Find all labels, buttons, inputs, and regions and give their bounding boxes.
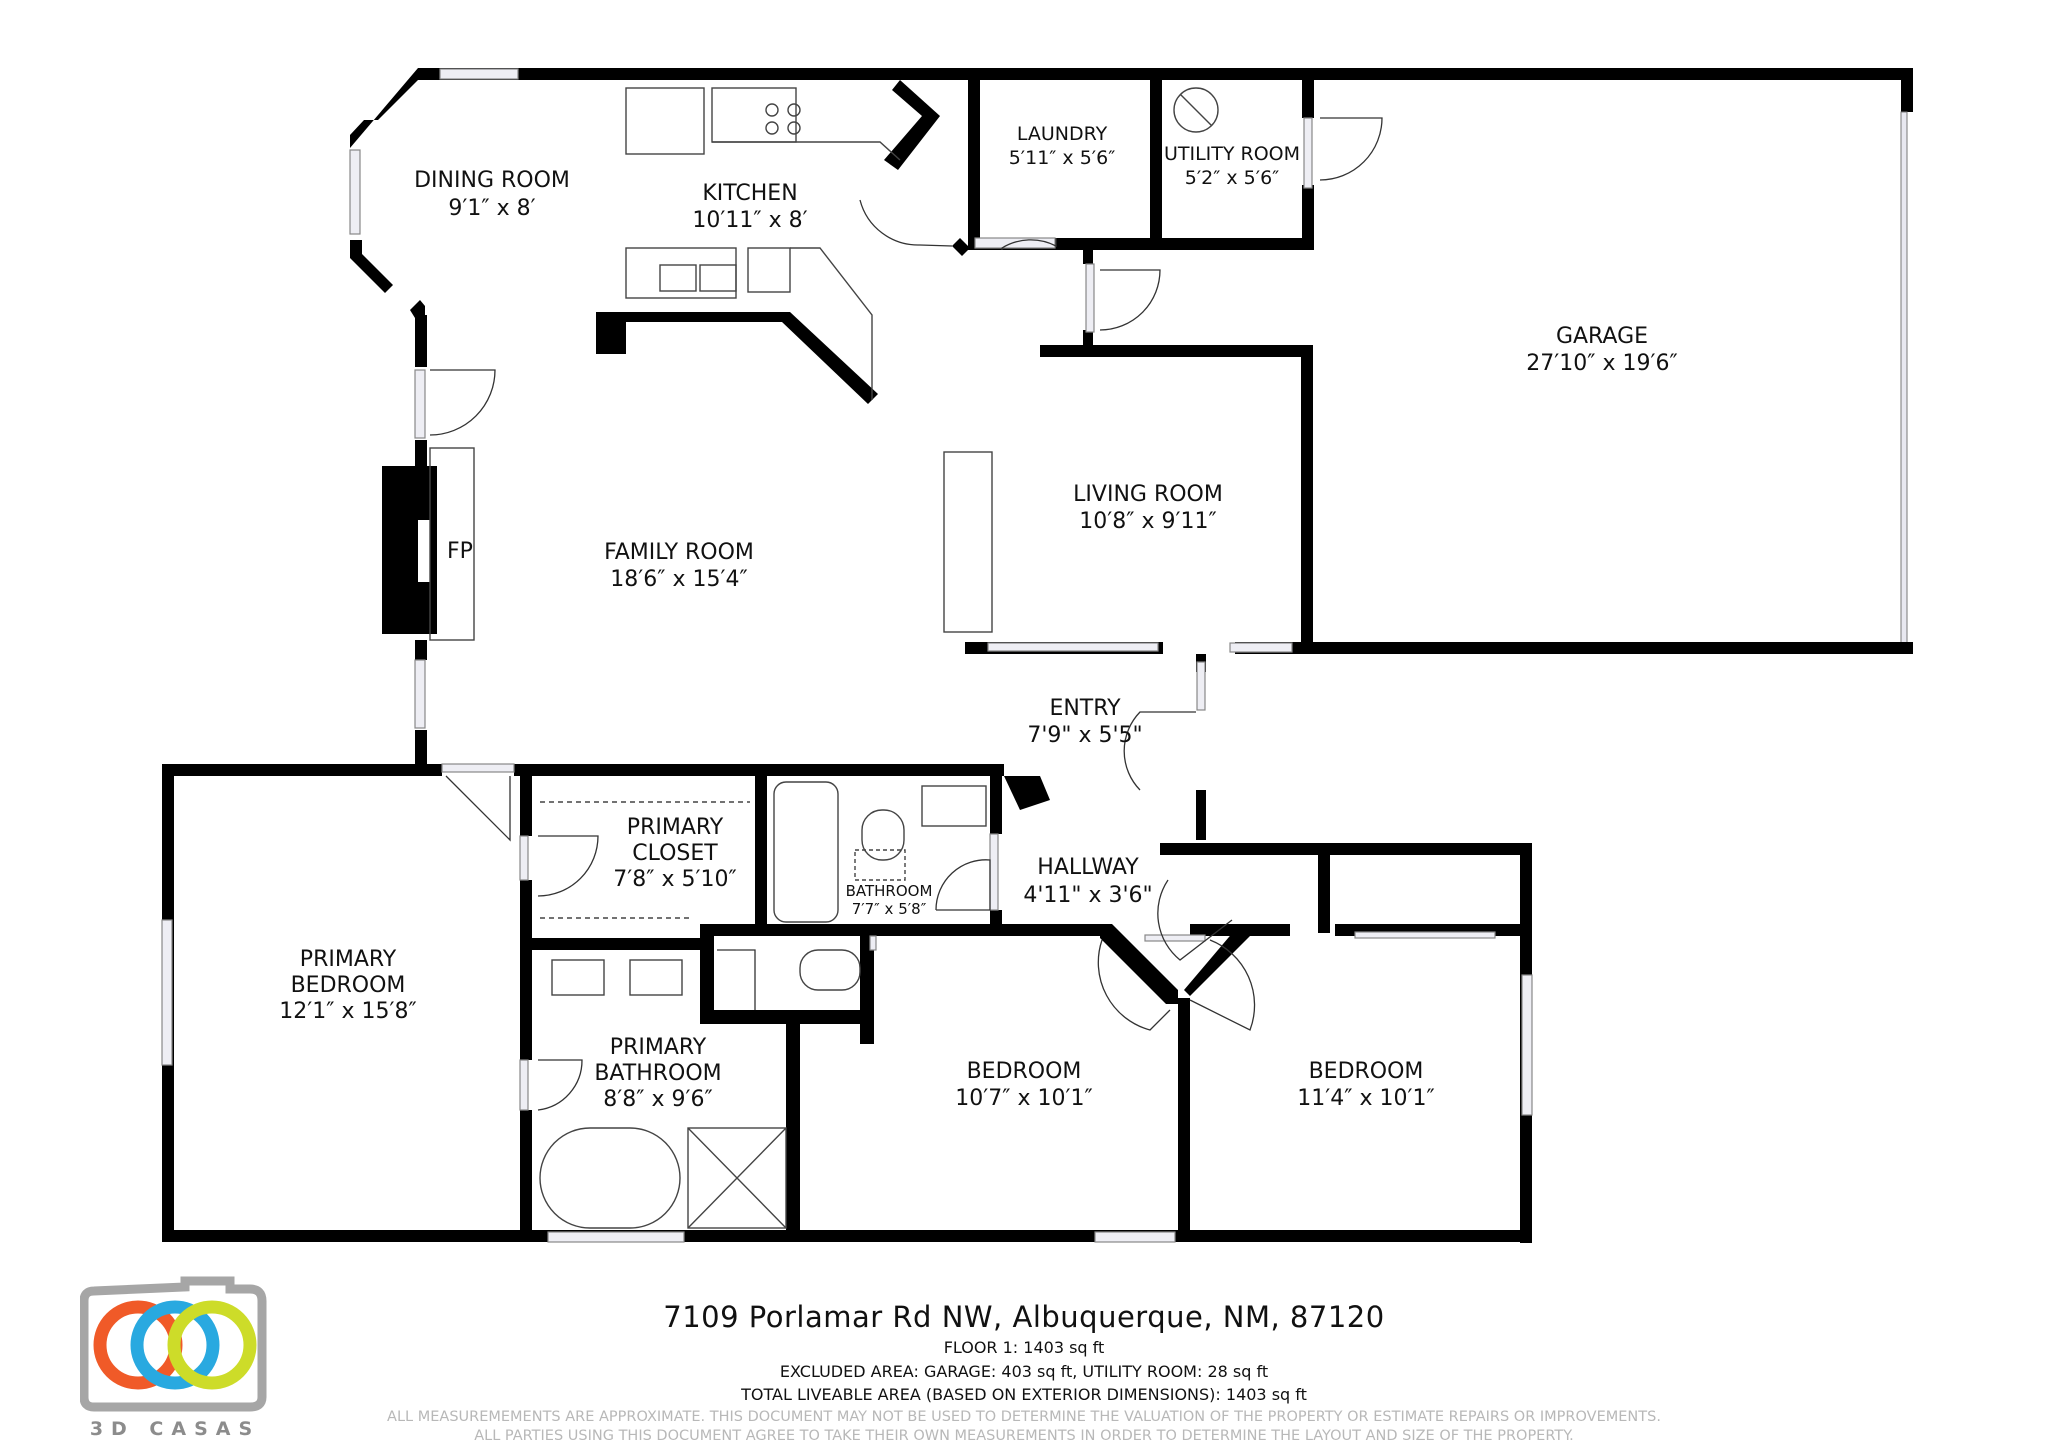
camera-frame-icon — [80, 1276, 267, 1412]
room-name-garage: GARAGE — [1556, 324, 1648, 349]
windows — [161, 68, 1533, 1243]
floor-area: FLOOR 1: 1403 sq ft — [943, 1338, 1105, 1357]
room-dims-bathroom: 7′7″ x 5′8″ — [852, 900, 927, 918]
fixtures — [429, 87, 1219, 1229]
disclaimer-line-1: ALL MEASUREMEMENTS ARE APPROXIMATE. THIS… — [387, 1409, 1661, 1425]
room-name-bathroom: BATHROOM — [846, 882, 933, 900]
blue-ring-icon — [130, 1300, 220, 1390]
room-name-primary-bath-1: PRIMARY — [610, 1035, 707, 1060]
room-dims-laundry: 5′11″ x 5′6″ — [1009, 147, 1116, 169]
room-name-primary-bath-2: BATHROOM — [594, 1061, 721, 1086]
room-name-closet-2: CLOSET — [632, 841, 718, 866]
3d-casas-logo — [80, 1276, 267, 1412]
logo-text: 3D CASAS — [89, 1418, 261, 1440]
disclaimer-line-2: ALL PARTIES USING THIS DOCUMENT AGREE TO… — [474, 1428, 1574, 1444]
room-dims-closet: 7′8″ x 5′10″ — [613, 867, 736, 892]
room-name-primary-bedroom-2: BEDROOM — [291, 973, 406, 998]
room-name-dining: DINING ROOM — [414, 168, 570, 193]
room-name-closet-1: PRIMARY — [627, 815, 724, 840]
property-address: 7109 Porlamar Rd NW, Albuquerque, NM, 87… — [663, 1300, 1385, 1334]
room-labels: DINING ROOM 9′1″ x 8′ KITCHEN 10′11″ x 8… — [279, 123, 1677, 1112]
room-name-hallway: HALLWAY — [1037, 855, 1139, 880]
room-dims-family: 18′6″ x 15′4″ — [610, 567, 747, 592]
walls — [162, 68, 1913, 1243]
room-name-kitchen: KITCHEN — [702, 181, 797, 206]
room-name-laundry: LAUNDRY — [1017, 123, 1108, 145]
room-name-bedroom-2: BEDROOM — [967, 1059, 1082, 1084]
green-ring-icon — [167, 1300, 257, 1390]
floor-plan: DINING ROOM 9′1″ x 8′ KITCHEN 10′11″ x 8… — [161, 68, 1913, 1243]
room-name-entry: ENTRY — [1049, 696, 1121, 721]
room-dims-garage: 27′10″ x 19′6″ — [1526, 351, 1677, 376]
room-name-primary-bedroom-1: PRIMARY — [300, 947, 397, 972]
room-name-living: LIVING ROOM — [1073, 482, 1223, 507]
room-dims-primary-bedroom: 12′1″ x 15′8″ — [279, 999, 416, 1024]
room-dims-bedroom-2: 10′7″ x 10′1″ — [955, 1086, 1092, 1111]
room-dims-primary-bath: 8′8″ x 9′6″ — [603, 1087, 712, 1112]
room-dims-hallway: 4'11" x 3'6" — [1023, 883, 1152, 908]
doors — [429, 117, 1383, 1111]
room-dims-utility: 5′2″ x 5′6″ — [1185, 167, 1280, 189]
room-dims-entry: 7'9" x 5'5" — [1027, 723, 1142, 748]
room-name-family: FAMILY ROOM — [604, 540, 754, 565]
room-dims-dining: 9′1″ x 8′ — [448, 196, 535, 221]
room-name-bedroom-3: BEDROOM — [1309, 1059, 1424, 1084]
room-dims-kitchen: 10′11″ x 8′ — [692, 208, 807, 233]
fireplace-label: FP — [447, 539, 473, 564]
room-name-utility: UTILITY ROOM — [1164, 143, 1300, 165]
room-dims-living: 10′8″ x 9′11″ — [1079, 509, 1216, 534]
excluded-area: EXCLUDED AREA: GARAGE: 403 sq ft, UTILIT… — [779, 1362, 1269, 1381]
room-dims-bedroom-3: 11′4″ x 10′1″ — [1297, 1086, 1434, 1111]
total-liveable-area: TOTAL LIVEABLE AREA (BASED ON EXTERIOR D… — [741, 1385, 1307, 1404]
